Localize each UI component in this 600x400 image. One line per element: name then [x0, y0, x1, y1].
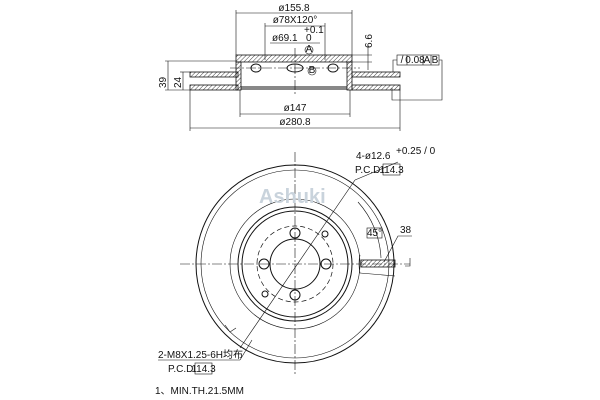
- dim-inner-diameter: ø147: [284, 103, 307, 114]
- vent-section: [360, 259, 396, 268]
- tol-lower: 0: [306, 33, 312, 44]
- disc-plate-right-bottom: [351, 84, 401, 91]
- side-view: ø155.8 ø78X120° ø69.1 +0.1 0 A B 6.6 39 …: [158, 3, 443, 131]
- watermark-logo: Ashuki: [259, 186, 326, 208]
- tolerance-frame: / 0.08 A B: [396, 54, 440, 66]
- svg-text:/: /: [401, 55, 404, 66]
- dim-outer-diameter: ø280.8: [279, 117, 311, 128]
- disc-plate-left-top: [189, 71, 239, 78]
- hat-wall-right: [346, 61, 353, 91]
- bolt-holes-tol: +0.25 / 0: [396, 146, 436, 157]
- hat-flange: [235, 54, 353, 63]
- bolt-holes-label: 4-ø12.6: [356, 151, 391, 162]
- svg-text:0.08: 0.08: [405, 55, 425, 66]
- datum-a: A: [306, 44, 313, 55]
- tol-upper: +0.1: [304, 25, 324, 36]
- vent-width-label: 38: [400, 225, 412, 236]
- front-view: 45° 38 4-ø12.6 +0.25 / 0 P.C.D 114.3 Ash…: [155, 146, 436, 397]
- dim-total-height: 39: [158, 76, 169, 88]
- dim-bolt-angle: ø78X120°: [273, 15, 318, 26]
- svg-text:B: B: [432, 55, 439, 66]
- datum-b: B: [309, 65, 316, 76]
- svg-text:A: A: [424, 55, 431, 66]
- pcd-label-bottom: P.C.D: [168, 364, 193, 375]
- angle-label: 45°: [367, 228, 382, 239]
- note-min-thickness: 1、MIN.TH.21.5MM: [155, 386, 244, 397]
- pcd-label-top: P.C.D: [355, 165, 380, 176]
- pcd-value-top: 114.3: [379, 165, 404, 176]
- disc-plate-left-bottom: [189, 84, 239, 91]
- disc-plate-right-top: [351, 71, 401, 78]
- threaded-holes-label: 2-M8X1.25-6H均布: [158, 349, 243, 361]
- dim-disc-thickness: 24: [173, 76, 184, 88]
- dim-center-bore: ø69.1: [272, 33, 298, 44]
- dim-hat-depth: 6.6: [364, 34, 375, 48]
- dim-hat-outer: ø155.8: [278, 3, 310, 14]
- pcd-value-bottom: 114.3: [191, 364, 216, 375]
- hat-wall-left: [235, 61, 242, 91]
